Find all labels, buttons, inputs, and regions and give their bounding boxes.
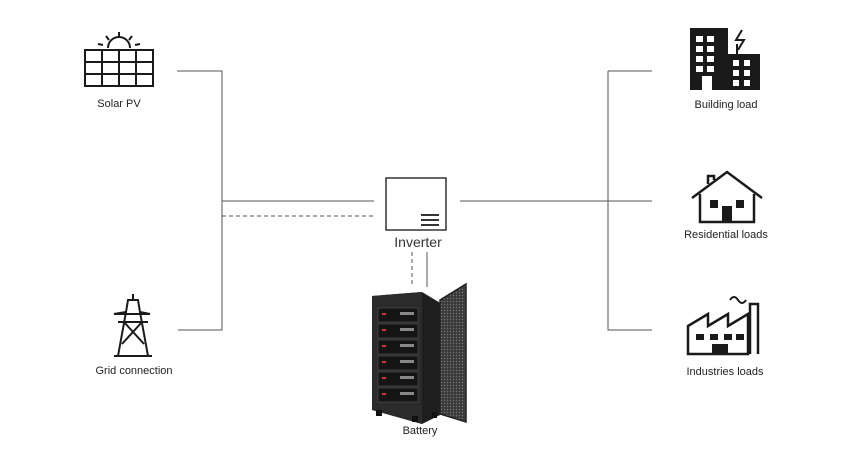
building-label: Building load — [694, 99, 758, 111]
grid-label: Grid connection — [95, 365, 173, 377]
building-icon — [690, 28, 760, 90]
solar-panel-icon — [84, 32, 154, 87]
load-branch-line — [607, 71, 652, 331]
solar-line — [177, 70, 223, 331]
battery-cabinet-icon — [372, 282, 467, 424]
factory-icon — [686, 296, 760, 356]
solar-label: Solar PV — [97, 98, 141, 110]
inverter-icon — [385, 177, 447, 231]
house-icon — [691, 170, 763, 224]
transmission-tower-icon — [113, 294, 152, 357]
battery-label: Battery — [402, 425, 438, 437]
residential-label: Residential loads — [684, 229, 768, 241]
industries-label: Industries loads — [686, 366, 764, 378]
inverter-label: Inverter — [394, 234, 442, 250]
